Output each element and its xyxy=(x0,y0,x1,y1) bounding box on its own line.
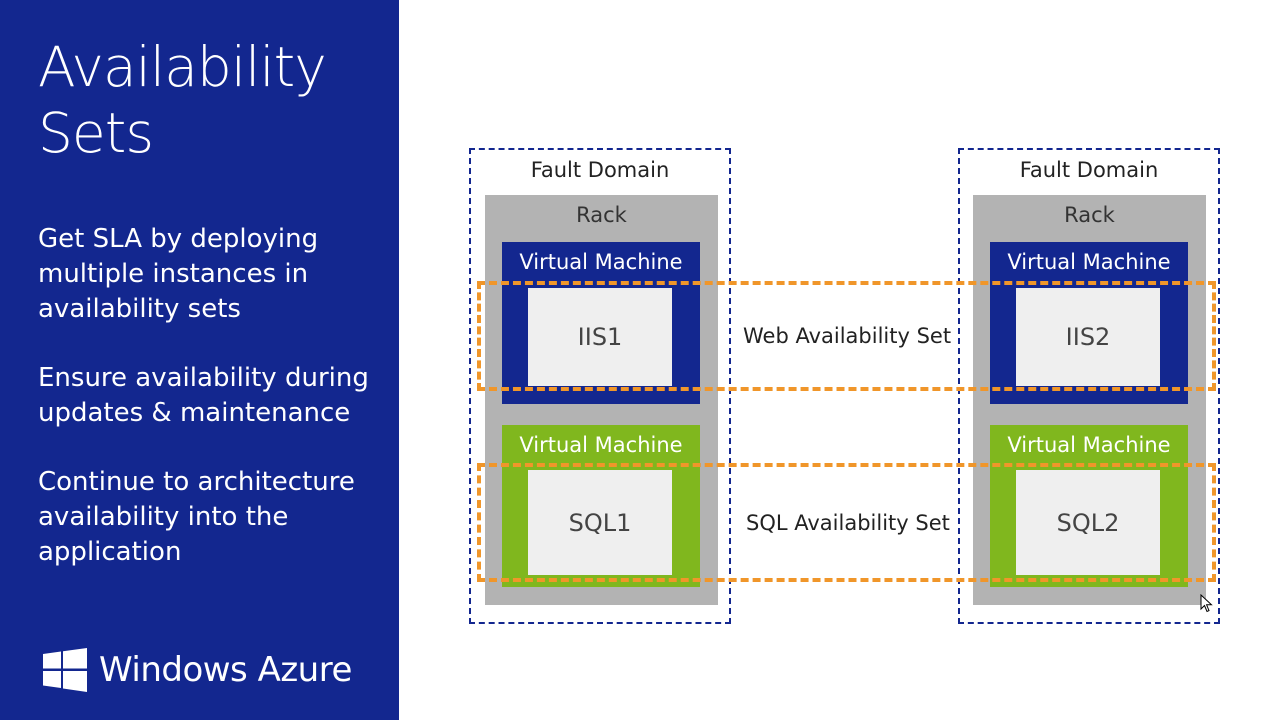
windows-logo-icon xyxy=(43,648,87,692)
vm-name-sql1: SQL1 xyxy=(528,470,672,575)
fault-domain-label: Fault Domain xyxy=(1019,158,1159,182)
vm-label: Virtual Machine xyxy=(1007,433,1171,457)
vm-iis2: Virtual Machine IIS2 xyxy=(990,242,1188,404)
vm-label: Virtual Machine xyxy=(519,433,683,457)
fault-domain-left: Fault Domain xyxy=(469,148,731,624)
rack-left: Rack Virtual Machine IIS1 Virtual Machin… xyxy=(485,195,718,605)
rack-label: Rack xyxy=(1064,203,1115,227)
vm-sql2: Virtual Machine SQL2 xyxy=(990,425,1188,587)
vm-name-iis2: IIS2 xyxy=(1016,288,1160,386)
fault-domain-right: Fault Domain xyxy=(958,148,1220,624)
slide-title: Availability Sets xyxy=(38,34,327,166)
vm-sql1: Virtual Machine SQL1 xyxy=(502,425,700,587)
vm-label: Virtual Machine xyxy=(1007,250,1171,274)
bullet-updates: Ensure availability during updates & mai… xyxy=(38,363,369,428)
sql-availability-set xyxy=(477,463,1216,582)
sql-availability-set-label: SQL Availability Set xyxy=(740,511,956,535)
left-panel: Availability Sets Get SLA by deploying m… xyxy=(0,0,399,720)
web-availability-set xyxy=(477,281,1216,391)
bullet-architecture: Continue to architecture availability in… xyxy=(38,467,355,567)
web-availability-set-label: Web Availability Set xyxy=(737,324,958,348)
vm-name-sql2: SQL2 xyxy=(1016,470,1160,575)
vm-label: Virtual Machine xyxy=(519,250,683,274)
title-line-1: Availability xyxy=(38,35,327,99)
fault-domain-label: Fault Domain xyxy=(530,158,670,182)
title-line-2: Sets xyxy=(38,101,154,165)
rack-label: Rack xyxy=(576,203,627,227)
logo-text: Windows Azure xyxy=(99,650,352,690)
vm-iis1: Virtual Machine IIS1 xyxy=(502,242,700,404)
bullet-sla: Get SLA by deploying multiple instances … xyxy=(38,224,319,324)
rack-right: Rack Virtual Machine IIS2 Virtual Machin… xyxy=(973,195,1206,605)
vm-name-iis1: IIS1 xyxy=(528,288,672,386)
windows-azure-logo: Windows Azure xyxy=(43,648,352,692)
mouse-cursor-icon xyxy=(1200,594,1213,613)
